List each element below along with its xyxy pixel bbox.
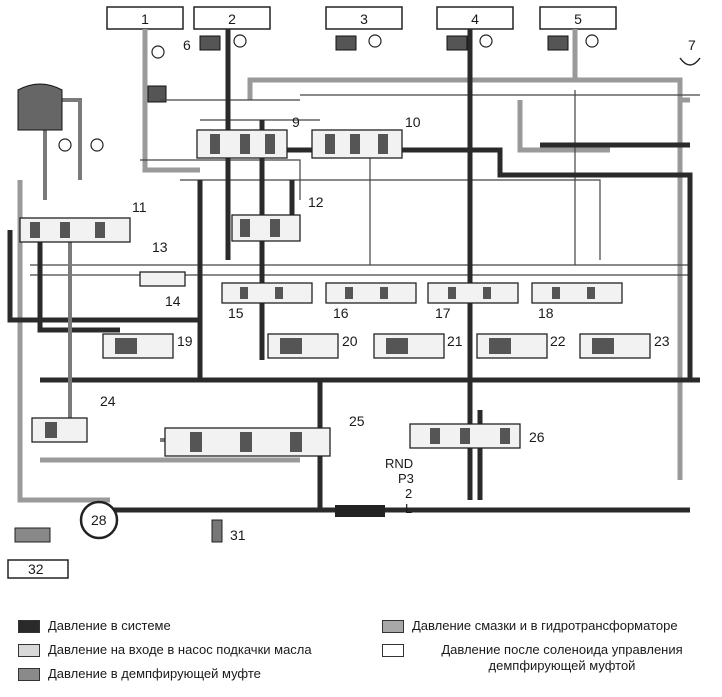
valve-15 bbox=[221, 282, 313, 304]
header-box-3 bbox=[325, 6, 403, 30]
valve-24 bbox=[31, 417, 88, 443]
legend-label-damper: Давление в демпфирующей муфте bbox=[48, 666, 261, 681]
valve-18 bbox=[531, 282, 623, 304]
hydraulic-scheme: 1 2 3 4 5 bbox=[7, 6, 701, 579]
header-label-2: 2 bbox=[228, 11, 236, 27]
header-box-labels: 1 2 3 4 5 bbox=[141, 11, 582, 27]
filter-31 bbox=[211, 519, 223, 543]
legend-label-after-solenoid: Давление после соленоида управления демп… bbox=[441, 642, 683, 673]
header-label-5: 5 bbox=[574, 11, 582, 27]
label-32: 32 bbox=[28, 561, 44, 577]
header-box-5 bbox=[539, 6, 617, 30]
legend-label-lube: Давление смазки и в гидротрансформаторе bbox=[412, 618, 678, 633]
header-label-1: 1 bbox=[141, 11, 149, 27]
lube-lines bbox=[17, 29, 690, 503]
selector-positions: RND P3 2 L bbox=[385, 456, 414, 516]
label-6: 6 bbox=[183, 37, 191, 53]
label-17: 17 bbox=[435, 305, 451, 321]
header-label-4: 4 bbox=[471, 11, 479, 27]
solenoids bbox=[147, 35, 569, 103]
selector-l: L bbox=[405, 501, 412, 516]
valve-spools bbox=[30, 134, 614, 452]
label-24: 24 bbox=[100, 393, 116, 409]
legend-item-pump-inlet: Давление на входе в насос подкачки масла bbox=[18, 642, 312, 658]
label-22: 22 bbox=[550, 333, 566, 349]
valve-14 bbox=[139, 271, 186, 287]
legend-item-system: Давление в системе bbox=[18, 618, 171, 634]
valve-22 bbox=[476, 333, 548, 359]
legend-swatch-after-solenoid bbox=[382, 644, 404, 657]
solenoid-5 bbox=[547, 35, 569, 51]
sump-box-32 bbox=[7, 559, 69, 579]
label-7: 7 bbox=[688, 37, 696, 53]
item-7-symbol bbox=[679, 57, 701, 66]
legend-label-pump-inlet: Давление на входе в насос подкачки масла bbox=[48, 642, 312, 657]
valve-17 bbox=[427, 282, 519, 304]
header-box-4 bbox=[436, 6, 514, 30]
cooler bbox=[335, 505, 385, 517]
legend-item-after-solenoid: Давление после соленоида управления демп… bbox=[382, 642, 712, 674]
valve-23 bbox=[579, 333, 651, 359]
component-labels: 6 7 9 10 11 12 13 14 15 16 17 18 19 20 2… bbox=[28, 37, 696, 577]
label-26: 26 bbox=[529, 429, 545, 445]
legend-swatch-pump-inlet bbox=[18, 644, 40, 657]
legend-swatch-lube bbox=[382, 620, 404, 633]
solenoid-3 bbox=[335, 35, 357, 51]
sensor-circles bbox=[58, 34, 599, 152]
header-boxes bbox=[106, 6, 617, 30]
valve-16 bbox=[325, 282, 417, 304]
selector-2: 2 bbox=[405, 486, 412, 501]
solenoid-2 bbox=[199, 35, 221, 51]
label-23: 23 bbox=[654, 333, 670, 349]
legend-swatch-system bbox=[18, 620, 40, 633]
strainer bbox=[14, 527, 51, 543]
legend-item-lube: Давление смазки и в гидротрансформаторе bbox=[382, 618, 678, 634]
legend: Давление в системе Давление на входе в н… bbox=[0, 604, 722, 697]
label-14: 14 bbox=[165, 293, 181, 309]
legend-label-system: Давление в системе bbox=[48, 618, 171, 633]
label-19: 19 bbox=[177, 333, 193, 349]
pump-28 bbox=[79, 500, 119, 540]
solenoid-1 bbox=[147, 85, 167, 103]
valve-21 bbox=[373, 333, 445, 359]
solenoid-4 bbox=[446, 35, 468, 51]
label-20: 20 bbox=[342, 333, 358, 349]
label-12: 12 bbox=[308, 194, 324, 210]
label-13: 13 bbox=[152, 239, 168, 255]
header-box-2 bbox=[193, 6, 271, 30]
label-11: 11 bbox=[132, 199, 147, 215]
label-9: 9 bbox=[292, 114, 300, 130]
selector-p3: P3 bbox=[398, 471, 414, 486]
label-16: 16 bbox=[333, 305, 349, 321]
label-18: 18 bbox=[538, 305, 554, 321]
selector-rnd: RND bbox=[385, 456, 413, 471]
label-28: 28 bbox=[91, 512, 107, 528]
valve-19 bbox=[102, 333, 174, 359]
control-lines bbox=[30, 90, 700, 276]
system-pressure-lines bbox=[7, 29, 700, 513]
header-label-3: 3 bbox=[360, 11, 368, 27]
label-31: 31 bbox=[230, 527, 246, 543]
legend-swatch-damper bbox=[18, 668, 40, 681]
label-15: 15 bbox=[228, 305, 244, 321]
label-10: 10 bbox=[405, 114, 421, 130]
label-25: 25 bbox=[349, 413, 365, 429]
accumulator bbox=[17, 83, 63, 131]
valve-20 bbox=[267, 333, 339, 359]
legend-item-damper: Давление в демпфирующей муфте bbox=[18, 666, 261, 682]
label-21: 21 bbox=[447, 333, 463, 349]
